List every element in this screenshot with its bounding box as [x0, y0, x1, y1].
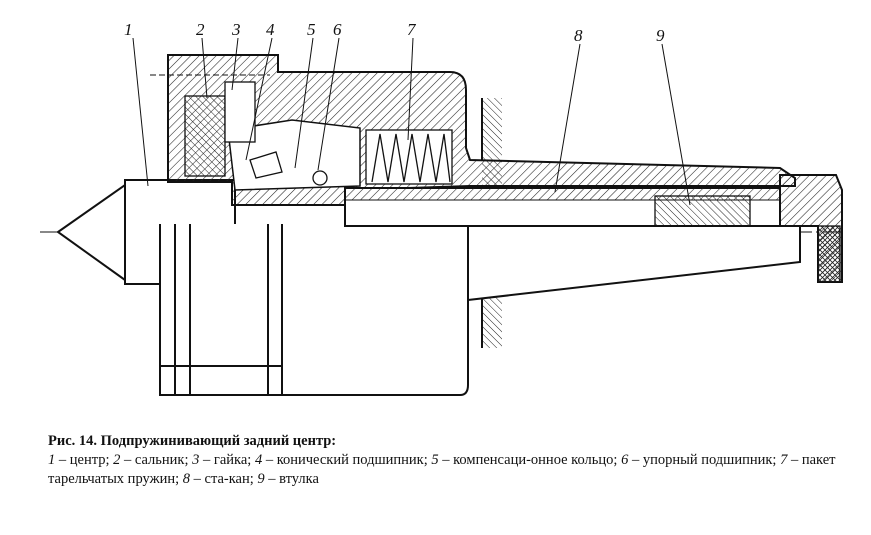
item-num: 6 [621, 452, 629, 468]
caption-items: 1 – центр; 2 – сальник; 3 – гайка; 4 – к… [48, 452, 836, 487]
callout-7: 7 [407, 20, 417, 39]
callout-2: 2 [196, 20, 205, 39]
figure-caption: Рис. 14. Подпружинивающий задний центр: … [48, 432, 858, 489]
leader-lines [132, 37, 691, 206]
callout-4: 4 [266, 20, 275, 39]
caption-title: Рис. 14. Подпружинивающий задний центр: [48, 433, 337, 449]
housing-lower [159, 224, 469, 396]
callout-6: 6 [333, 20, 342, 39]
thrust-bearing-ball [312, 170, 328, 186]
conical-bearing [249, 151, 283, 179]
item-num: 3 [192, 452, 200, 468]
nut [224, 81, 256, 143]
item-text: – ста-кан; [190, 471, 258, 487]
technical-drawing: 1 2 3 4 5 6 7 8 9 [40, 20, 845, 396]
item-text: – сальник; [120, 452, 193, 468]
morse-taper-shank [467, 225, 801, 302]
callout-5: 5 [307, 20, 316, 39]
knurled-nut [817, 225, 841, 283]
callout-1: 1 [124, 20, 133, 39]
item-text: – гайка; [199, 452, 255, 468]
item-num: 4 [254, 452, 263, 468]
callout-8: 8 [574, 26, 583, 45]
item-text: – компенсаци-онное кольцо; [438, 452, 622, 468]
bushing [654, 195, 751, 227]
item-text: – пакет тарельчатых пружин; [48, 452, 836, 487]
item-num: 1 [48, 452, 56, 468]
item-num: 9 [257, 471, 265, 487]
callout-labels: 1 2 3 4 5 6 7 8 9 [124, 20, 665, 45]
item-text: – центр; [55, 452, 114, 468]
item-num: 7 [780, 452, 788, 468]
item-text: – упорный подшипник; [628, 452, 781, 468]
callout-9: 9 [656, 26, 665, 45]
item-num: 2 [113, 452, 121, 468]
spring-pack [365, 129, 453, 185]
callout-3: 3 [231, 20, 241, 39]
item-num: 5 [431, 452, 439, 468]
item-num: 8 [182, 471, 191, 487]
item-text: – втулка [264, 471, 319, 487]
tailstock-center-drawing [40, 54, 845, 396]
seal [184, 95, 226, 177]
center-point-cone [56, 183, 126, 282]
item-text: – конический подшипник; [262, 452, 432, 468]
